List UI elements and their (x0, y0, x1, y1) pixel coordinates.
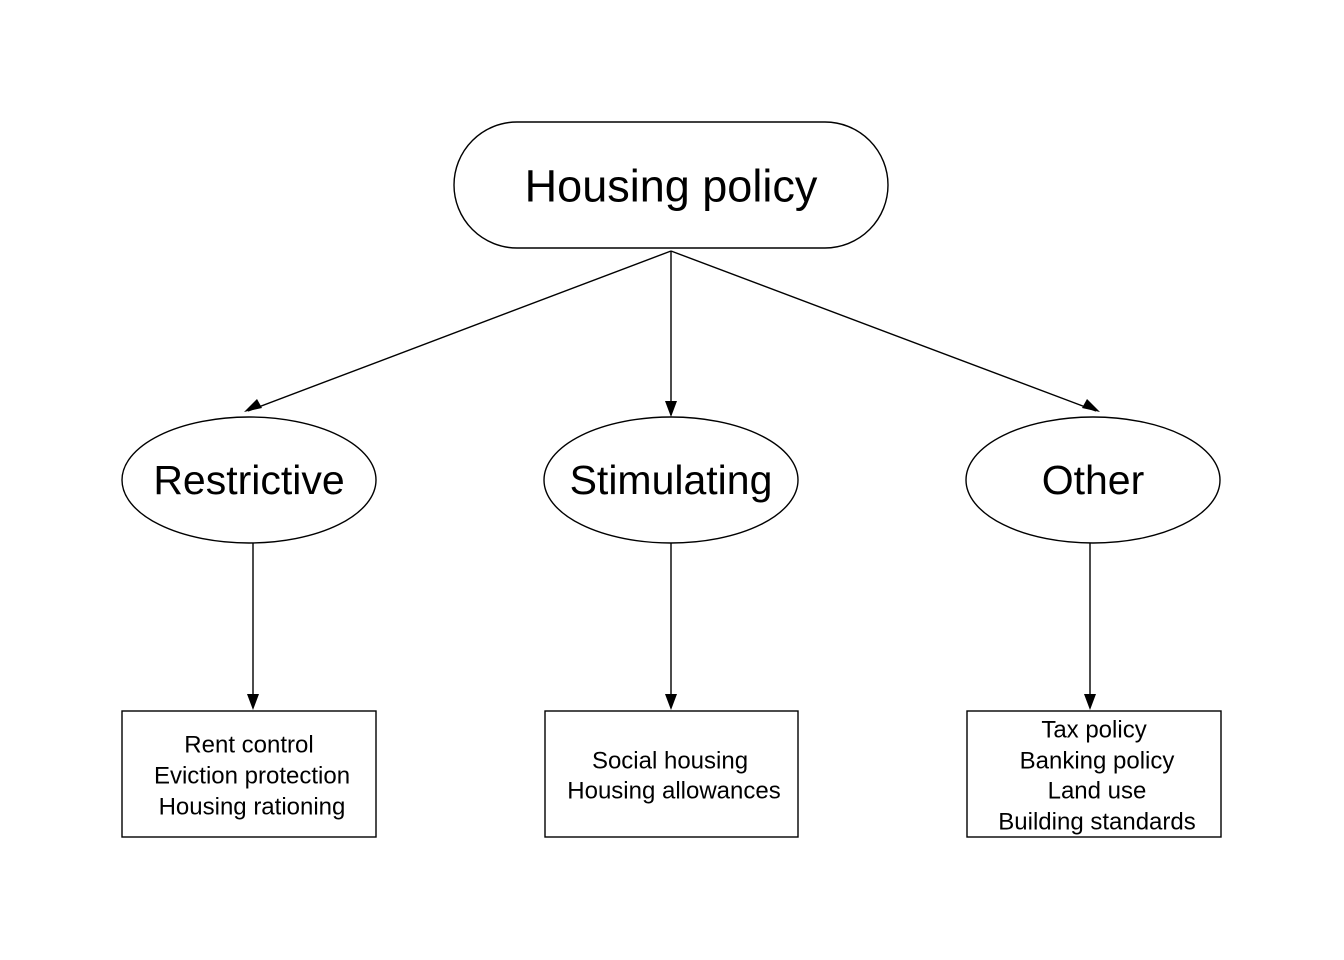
item-tax-policy: Tax policy (1041, 717, 1146, 744)
arrowhead-stimulating-items (665, 694, 677, 710)
category-stimulating: Stimulating Social housing Housing allow… (543, 416, 799, 838)
item-social-housing: Social housing (592, 748, 748, 775)
items-box-stimulating (544, 710, 799, 838)
root-node-shape (453, 121, 889, 249)
root-node-label: Housing policy (525, 161, 818, 212)
edge-root-other (670, 250, 1097, 412)
item-building-standards: Building standards (998, 809, 1195, 836)
items-box-other (966, 710, 1222, 838)
item-land-use: Land use (1048, 778, 1147, 805)
edge-root-restrictive (247, 250, 672, 412)
arrowhead-restrictive-items (247, 694, 259, 710)
item-banking-policy: Banking policy (1020, 748, 1175, 775)
category-other-shape (965, 416, 1221, 544)
root-edges (244, 250, 1100, 417)
items-box-restrictive (121, 710, 377, 838)
category-restrictive-label: Restrictive (153, 457, 344, 503)
category-restrictive-shape (121, 416, 377, 544)
category-stimulating-label: Stimulating (570, 457, 773, 503)
item-rent-control: Rent control (184, 732, 313, 759)
root-node: Housing policy (453, 121, 889, 249)
item-housing-allowances: Housing allowances (567, 778, 780, 805)
arrowhead-root-other (1082, 399, 1100, 412)
category-restrictive: Restrictive Rent control Eviction protec… (121, 416, 377, 838)
arrowhead-root-stimulating (665, 401, 677, 417)
category-other-label: Other (1042, 457, 1145, 503)
category-other: Other Tax policy Banking policy Land use… (965, 416, 1222, 838)
arrowhead-root-restrictive (244, 399, 262, 412)
item-housing-rationing: Housing rationing (159, 794, 346, 821)
item-eviction-protection: Eviction protection (154, 763, 350, 790)
arrowhead-other-items (1084, 694, 1096, 710)
